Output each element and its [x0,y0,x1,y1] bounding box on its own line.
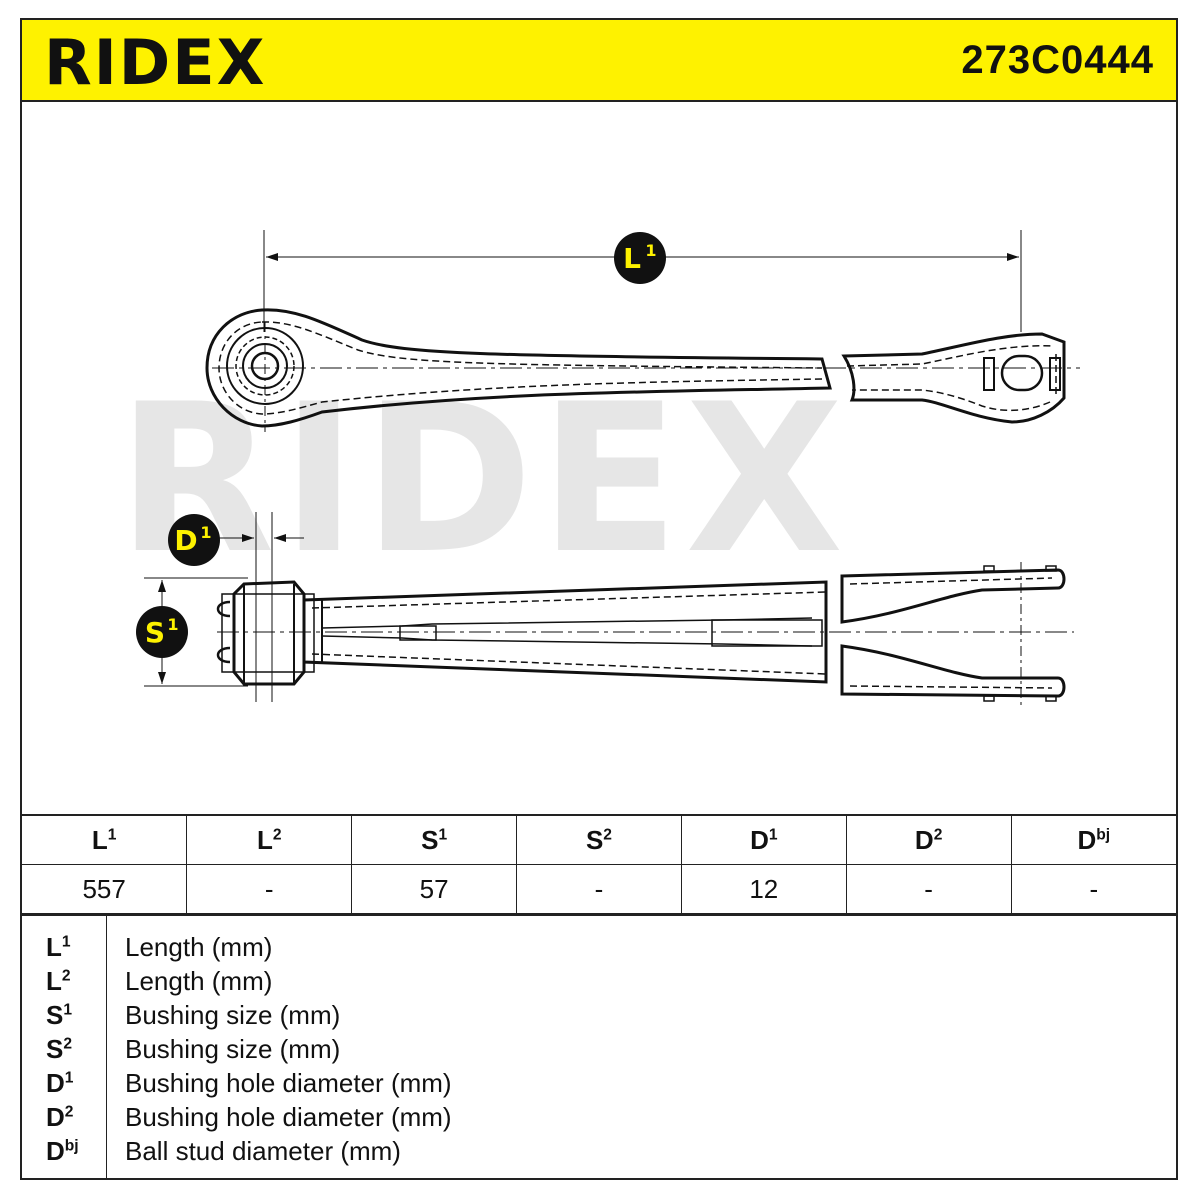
legend-symbol: Dbj [46,1136,79,1166]
callout-l1-label: L [623,242,641,275]
callout-l1-sup: 1 [645,241,656,260]
brand-logo: RIDEX [44,26,266,96]
watermark-logo: RIDEX [117,361,849,599]
spec-sheet: RIDEX 273C0444 RIDEX [20,18,1178,1180]
legend-symbol: L2 [46,966,71,996]
legend-item: L1 Length (mm) [22,932,1176,966]
legend-item: S1 Bushing size (mm) [22,1000,1176,1034]
legend-description: Bushing size (mm) [125,1034,341,1064]
legend-description: Length (mm) [125,932,273,962]
header-s2: S2 [516,814,682,865]
legend-symbol: D2 [46,1102,74,1132]
spec-table-value-row: 557 - 57 - 12 - - [22,864,1176,914]
legend-item: D1 Bushing hole diameter (mm) [22,1068,1176,1102]
legend-description: Bushing hole diameter (mm) [125,1102,452,1132]
technical-drawing: RIDEX [117,230,1080,706]
legend-item: Dbj Ball stud diameter (mm) [22,1136,1176,1170]
value-l1: 557 [22,864,188,914]
legend-symbol: S2 [46,1034,73,1064]
brand-logo-text: RIDEX [44,26,266,96]
legend-item: L2 Length (mm) [22,966,1176,1000]
header-d1: D1 [680,814,847,865]
legend: L1 Length (mm) L2 Length (mm) S1 Bushing… [22,914,1176,1180]
part-number: 273C0444 [961,38,1154,82]
callout-s1-sup: 1 [167,615,178,634]
header-bar: RIDEX 273C0444 [22,20,1176,102]
spec-table-header-row: L1 L2 S1 S2 D1 D2 Dbj [22,814,1176,865]
callout-d1-label: D [174,524,197,557]
value-d1: 12 [680,864,847,914]
header-dbj: Dbj [1010,814,1176,865]
callout-d1: D 1 [168,514,220,566]
legend-divider [106,916,107,1180]
header-l2: L2 [186,814,353,865]
header-l1: L1 [22,814,188,865]
callout-s1-label: S [145,616,165,649]
spec-table: L1 L2 S1 S2 D1 D2 Dbj 557 - 57 - 12 - - [22,814,1176,914]
legend-description: Bushing hole diameter (mm) [125,1068,452,1098]
legend-description: Bushing size (mm) [125,1000,341,1030]
header-d2: D2 [845,814,1012,865]
callout-s1: S 1 [136,606,188,658]
value-l2: - [186,864,353,914]
header-s1: S1 [351,814,518,865]
legend-symbol: S1 [46,1000,73,1030]
legend-item: S2 Bushing size (mm) [22,1034,1176,1068]
callout-d1-sup: 1 [200,523,211,542]
legend-symbol: L1 [46,932,71,962]
callout-l1: L 1 [614,232,666,284]
side-view [144,512,1074,706]
legend-description: Length (mm) [125,966,273,996]
legend-item: D2 Bushing hole diameter (mm) [22,1102,1176,1136]
value-dbj: - [1010,864,1176,914]
legend-symbol: D1 [46,1068,74,1098]
legend-description: Ball stud diameter (mm) [125,1136,401,1166]
value-s1: 57 [351,864,518,914]
value-s2: - [516,864,682,914]
value-d2: - [845,864,1012,914]
